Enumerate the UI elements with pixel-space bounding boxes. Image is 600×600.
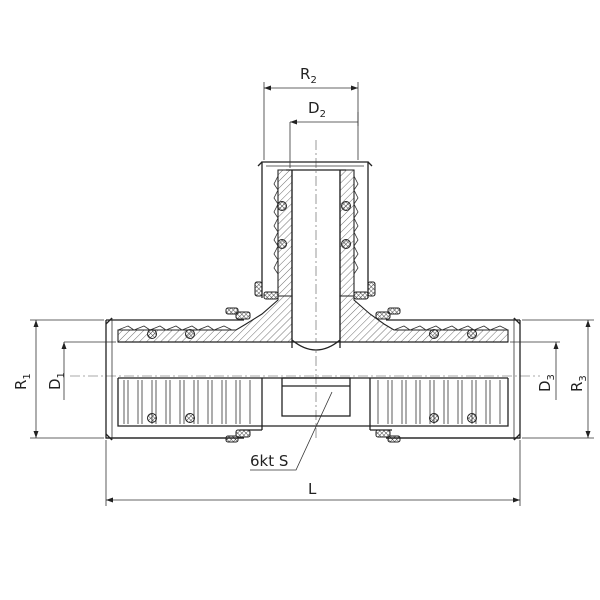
label-r2: R2 [300, 65, 317, 86]
dimension-labels: R2 D2 R1 D1 D3 R3 6kt S L [12, 65, 589, 498]
tee-body [105, 295, 521, 441]
right-grooves [377, 380, 501, 424]
label-d2: D2 [308, 99, 326, 120]
label-d1: D1 [46, 372, 67, 390]
label-hex-size: 6kt S [250, 452, 288, 470]
label-d3: D3 [536, 374, 557, 392]
label-r1: R1 [12, 373, 33, 390]
center-lines [70, 140, 540, 440]
label-length: L [308, 480, 317, 498]
tee-branch [257, 161, 373, 351]
left-grooves [123, 380, 251, 424]
dimension-lines [30, 82, 594, 506]
o-rings [147, 201, 477, 423]
label-r3: R3 [568, 375, 589, 392]
press-ring-seals [225, 281, 401, 443]
